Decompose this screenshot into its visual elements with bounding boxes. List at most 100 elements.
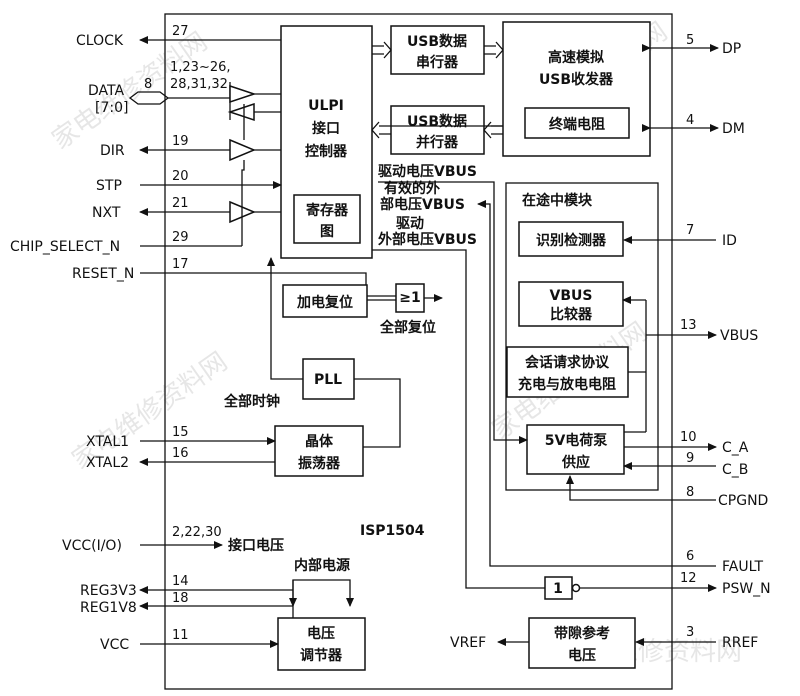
svg-text:振荡器: 振荡器 [298,455,341,472]
data-in-buffer [227,102,255,122]
svg-text:比较器: 比较器 [550,306,593,323]
svg-text:在途中模块: 在途中模块 [522,192,593,209]
svg-text:USB数据: USB数据 [407,113,467,130]
svg-text:图: 图 [320,224,334,240]
svg-text:USB收发器: USB收发器 [539,71,614,88]
pin-nxt: NXT [92,205,121,221]
pin-data: DATA [88,83,124,99]
svg-text:27: 27 [172,24,189,39]
svg-text:6: 6 [686,549,694,564]
svg-text:电压: 电压 [307,625,335,642]
pin-rref: RREF [722,635,758,651]
pin-data-width: [7:0] [95,100,128,116]
note-valid-ext-1: 有效的外 [384,180,440,197]
svg-text:串行器: 串行器 [416,54,459,71]
svg-text:5V电荷泵: 5V电荷泵 [545,432,608,449]
chip-name: ISP1504 [360,523,425,539]
svg-text:1: 1 [553,581,563,597]
svg-text:加电复位: 加电复位 [296,294,353,311]
pin-reset-n: RESET_N [72,266,134,282]
usb-deserializer: USB数据 并行器 [390,105,485,155]
pin-fault: FAULT [722,559,763,575]
pin-cpgnd: CPGND [718,493,768,509]
svg-text:9: 9 [686,451,694,466]
pll: PLL [302,358,355,400]
svg-text:控制器: 控制器 [305,143,348,160]
note-internal-supply: 内部电源 [294,557,350,574]
power-on-reset: 加电复位 [282,284,368,318]
dir-buffer [229,138,256,162]
note-all-reset: 全部复位 [379,319,436,336]
pin-stp: STP [96,178,122,194]
svg-text:8: 8 [144,77,152,92]
svg-text:USB数据: USB数据 [407,33,467,50]
svg-text:7: 7 [686,223,694,238]
svg-text:29: 29 [172,230,189,245]
svg-text:1,23~26,: 1,23~26, [170,60,231,75]
pin-psw-n: PSW_N [722,581,771,597]
note-drive-ext-2: 外部电压VBUS [378,231,477,248]
note-all-clock: 全部时钟 [223,393,280,410]
svg-text:5: 5 [686,33,694,48]
pin-clock: CLOCK [76,33,124,49]
pin-xtal1: XTAL1 [86,434,129,450]
pin-vcc: VCC [100,637,129,653]
svg-text:高速模拟: 高速模拟 [548,49,604,66]
svg-text:11: 11 [172,628,189,643]
svg-text:3: 3 [686,625,694,640]
chip-outline [164,13,673,690]
usb-serializer: USB数据 串行器 [390,25,485,75]
svg-text:调节器: 调节器 [300,647,343,664]
data-out-buffer [229,84,257,104]
svg-text:ULPI: ULPI [308,98,344,114]
svg-text:19: 19 [172,134,189,149]
pin-xtal2: XTAL2 [86,455,129,471]
svg-text:4: 4 [686,113,694,128]
svg-text:电压: 电压 [568,647,596,664]
note-drive-vbus: 驱动电压VBUS [378,163,477,180]
psw-buffer: 1 [544,576,581,600]
otg-module: 在途中模块 识别检测器 VBUS 比较器 会话请求协议 充电与放电电阻 5V电荷… [505,182,659,491]
termination-resistor [524,107,630,139]
pin-vref: VREF [450,635,486,651]
note-drive-ext-1: 驱动 [396,215,424,232]
svg-text:17: 17 [172,257,189,272]
svg-text:寄存器: 寄存器 [306,202,349,219]
svg-text:接口: 接口 [312,120,340,137]
pin-vcc-io: VCC(I/O) [62,538,122,554]
svg-text:14: 14 [172,574,189,589]
or-gate: ≥1 [395,283,425,313]
svg-text:带隙参考: 带隙参考 [554,625,610,642]
voltage-regulator: 电压 调节器 [277,617,366,671]
svg-text:13: 13 [680,318,697,333]
pin-vbus: VBUS [720,328,758,344]
pin-reg3v3: REG3V3 [80,583,137,599]
svg-text:28,31,32: 28,31,32 [170,77,228,92]
svg-text:晶体: 晶体 [305,433,334,450]
pin-chip-select-n: CHIP_SELECT_N [10,239,120,255]
hs-transceiver: 高速模拟 USB收发器 终端电阻 [502,21,651,157]
svg-text:PLL: PLL [314,372,342,388]
note-valid-ext-2: 部电压VBUS [380,196,465,213]
svg-text:20: 20 [172,169,189,184]
svg-text:供应: 供应 [561,454,590,471]
bandgap-reference: 带隙参考 电压 [528,617,636,669]
svg-text:15: 15 [172,425,189,440]
pin-c-b: C_B [722,462,748,478]
svg-text:终端电阻: 终端电阻 [549,116,605,133]
pin-id: ID [722,233,737,249]
note-interface-voltage: 接口电压 [228,537,284,554]
pin-c-a: C_A [722,440,749,456]
id-detector [518,221,624,257]
register-map: 寄存器 图 [293,194,361,244]
crystal-oscillator: 晶体 振荡器 [274,425,364,477]
svg-text:识别检测器: 识别检测器 [536,232,607,249]
svg-text:8: 8 [686,485,694,500]
pin-reg1v8: REG1V8 [80,600,137,616]
svg-text:21: 21 [172,196,189,211]
pin-dm: DM [722,121,745,137]
svg-text:VBUS: VBUS [550,288,593,304]
bus-arrows [371,41,504,139]
pin-dir: DIR [100,143,125,159]
